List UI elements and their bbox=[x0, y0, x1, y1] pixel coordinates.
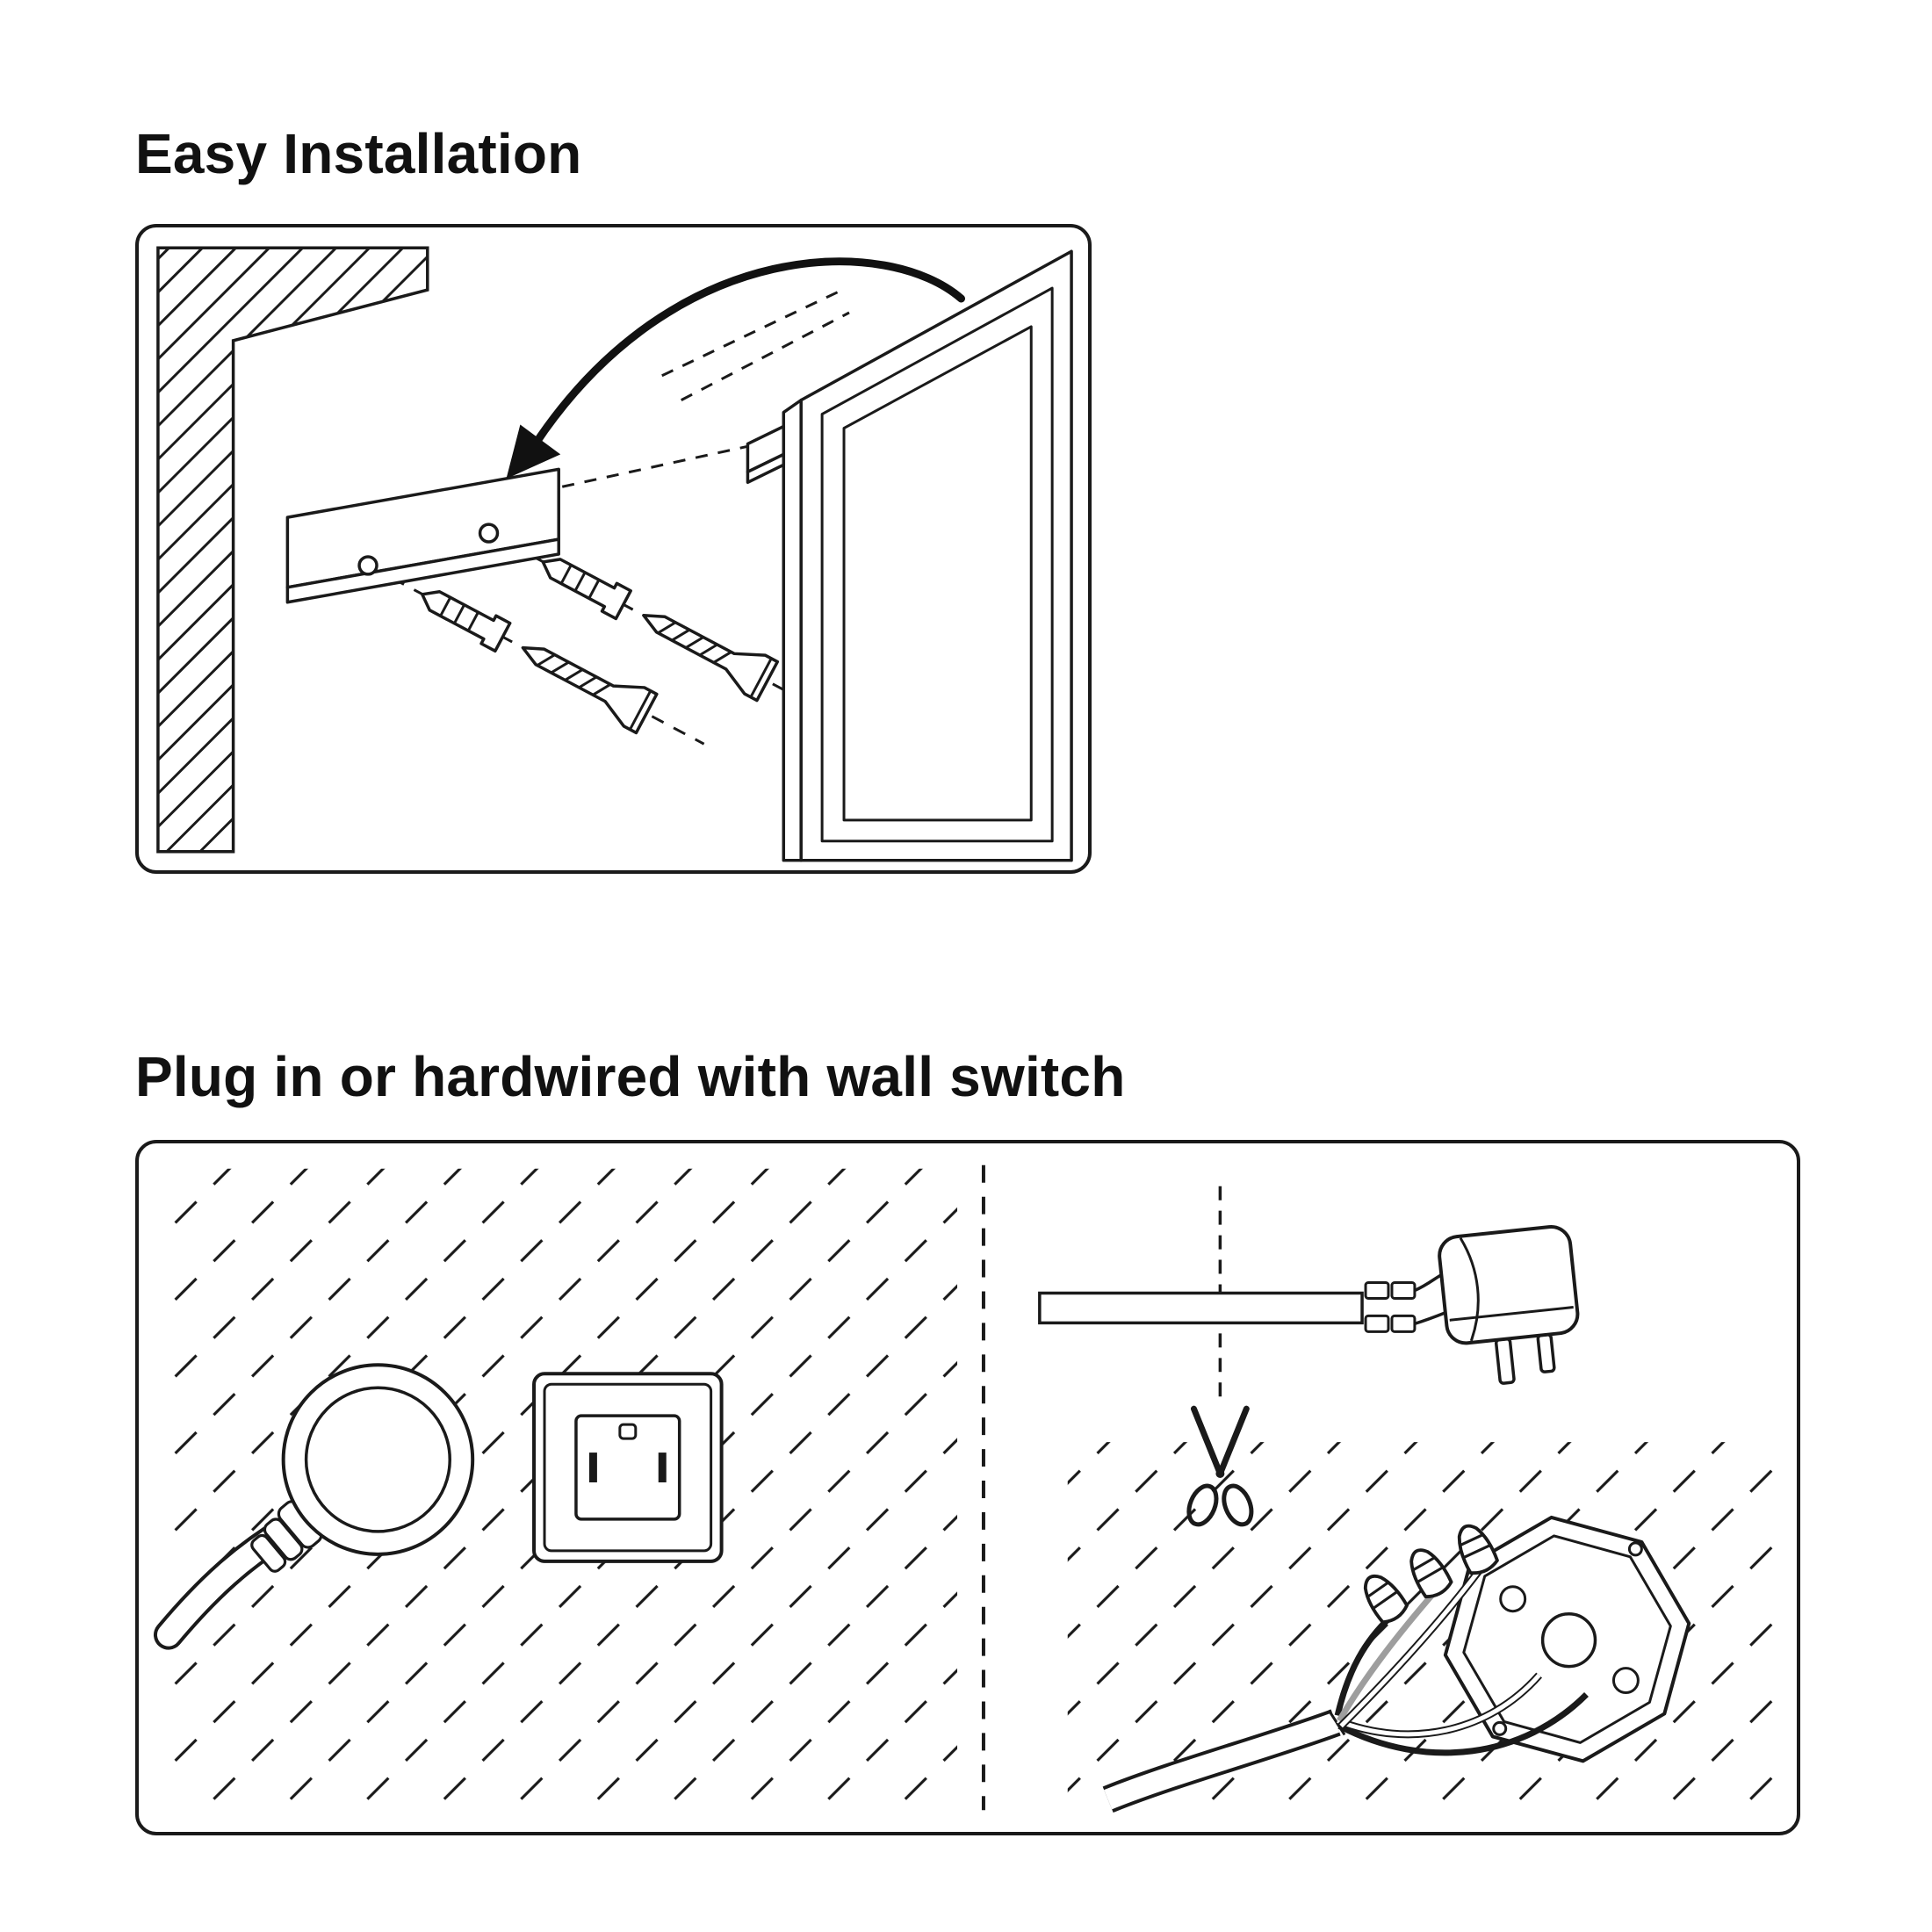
wire-black bbox=[1334, 1615, 1393, 1717]
wall-hatch bbox=[156, 246, 429, 854]
wall-outlet-icon bbox=[532, 1372, 724, 1564]
power-plug-icon bbox=[153, 1363, 475, 1650]
wire-gray bbox=[1337, 1590, 1437, 1723]
outlet-slot-right bbox=[658, 1453, 667, 1483]
wall-anchor-upper bbox=[534, 546, 632, 621]
mirror-frame bbox=[746, 249, 1073, 862]
installation-diagram-panel bbox=[135, 224, 1092, 875]
align-dash-2 bbox=[661, 290, 840, 378]
wire-black-to-box bbox=[1337, 1692, 1589, 1756]
outlet-slot-left bbox=[588, 1453, 597, 1483]
easy-installation-title: Easy Installation bbox=[135, 122, 582, 185]
installation-diagram bbox=[156, 246, 1073, 862]
plug-or-hardwire-title: Plug in or hardwired with wall switch bbox=[135, 1045, 1126, 1109]
wiring-diagram-panel bbox=[135, 1140, 1800, 1836]
outlet-ground-slot bbox=[618, 1424, 638, 1440]
curved-arrow-icon bbox=[506, 257, 966, 479]
screw-upper bbox=[631, 595, 780, 703]
wires bbox=[1334, 1568, 1589, 1756]
cord-plug-icon bbox=[1438, 1225, 1580, 1386]
power-cord bbox=[1038, 1271, 1447, 1334]
content: Easy Installation bbox=[135, 122, 1800, 1836]
align-dash-3 bbox=[681, 311, 850, 402]
screw-lower bbox=[510, 627, 659, 735]
frame-cleat bbox=[746, 424, 786, 485]
wiring-diagram bbox=[153, 1165, 1778, 1813]
align-dash-1 bbox=[561, 444, 752, 488]
scissors-icon bbox=[1186, 1406, 1254, 1527]
wall-mounting-bracket bbox=[285, 467, 560, 604]
wall-anchor-lower bbox=[413, 579, 512, 653]
